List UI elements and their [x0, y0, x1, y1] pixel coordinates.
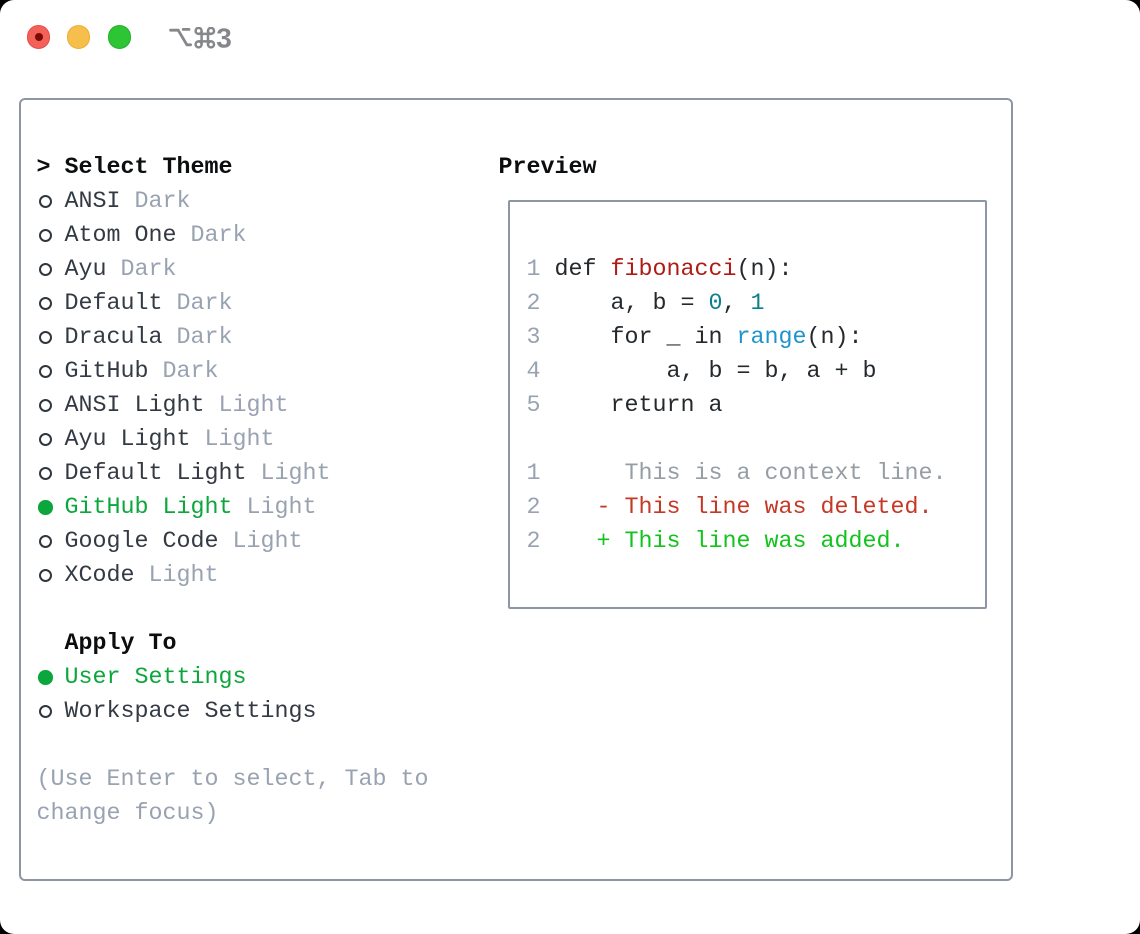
svg-text:3: 3: [216, 27, 232, 51]
